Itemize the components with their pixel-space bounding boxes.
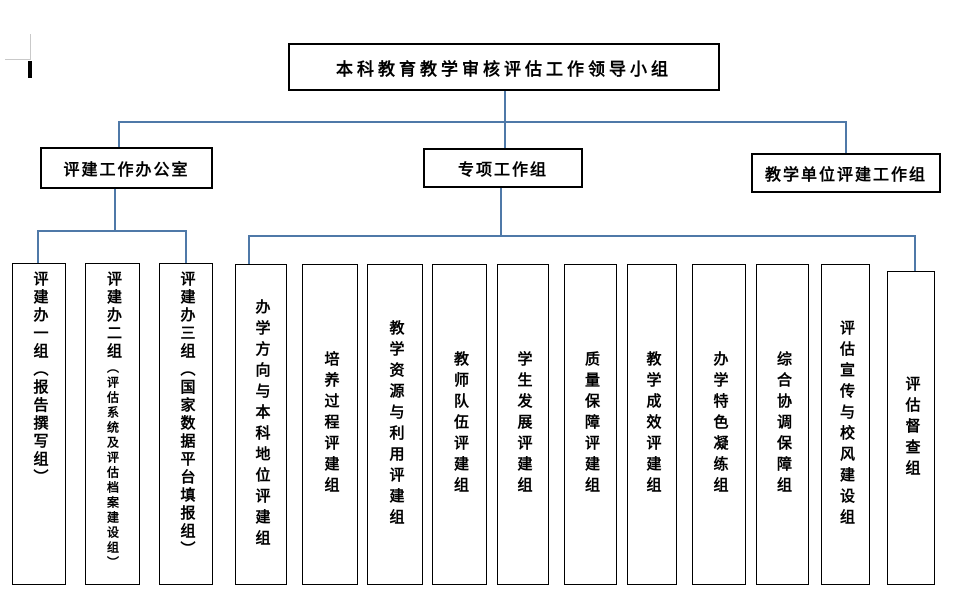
connector-line xyxy=(118,121,847,123)
office-group-3-main: 评建办三组 xyxy=(178,271,195,361)
text-cursor xyxy=(28,61,32,78)
special-group-box-8: 办学特色凝练组 xyxy=(692,264,746,585)
connector-line xyxy=(845,121,847,153)
special-group-10-label: 评估宣传与校风建设组 xyxy=(838,319,854,530)
connector-line xyxy=(118,121,120,147)
special-group-9-label: 综合协调保障组 xyxy=(775,351,791,498)
leading-group-label: 本科教育教学审核评估工作领导小组 xyxy=(336,59,672,79)
special-group-7-label: 教学成效评建组 xyxy=(644,351,661,498)
table-corner-mark xyxy=(30,34,31,60)
office-group-2-sub: （评估系统及评估档案建设组） xyxy=(105,361,120,571)
office-group-box-1: 评建办一组 （报告撰写组） xyxy=(12,263,66,585)
table-corner-mark xyxy=(5,59,31,60)
connector-line xyxy=(37,230,187,232)
special-group-2-label: 培养过程评建组 xyxy=(322,351,339,498)
special-group-box-11: 评估督查组 xyxy=(887,271,935,585)
office-box: 评建工作办公室 xyxy=(40,147,213,189)
special-workgroup-label: 专项工作组 xyxy=(457,162,548,179)
special-group-box-6: 质量保障评建组 xyxy=(564,264,617,585)
special-group-3-label: 教学资源与利用评建组 xyxy=(387,319,404,530)
leading-group-box: 本科教育教学审核评估工作领导小组 xyxy=(288,43,720,91)
office-group-1-main: 评建办一组 xyxy=(31,271,48,361)
office-group-box-2: 评建办二组 （评估系统及评估档案建设组） xyxy=(85,263,140,585)
connector-line xyxy=(500,188,502,237)
connector-line xyxy=(248,235,916,237)
connector-line xyxy=(914,235,916,271)
special-group-4-label: 教师队伍评建组 xyxy=(452,351,468,498)
special-group-6-label: 质量保障评建组 xyxy=(583,351,599,498)
connector-line xyxy=(185,230,187,263)
special-group-box-3: 教学资源与利用评建组 xyxy=(367,264,423,585)
special-group-box-9: 综合协调保障组 xyxy=(756,264,809,585)
special-group-box-1: 办学方向与本科地位评建组 xyxy=(235,264,287,585)
special-group-box-5: 学生发展评建组 xyxy=(497,264,549,585)
special-group-11-label: 评估督查组 xyxy=(903,375,920,481)
connector-line xyxy=(504,91,506,122)
special-group-box-10: 评估宣传与校风建设组 xyxy=(821,264,870,585)
connector-line xyxy=(37,230,39,263)
connector-line xyxy=(504,121,506,148)
office-group-2-main: 评建办二组 xyxy=(105,271,121,361)
special-workgroup-box: 专项工作组 xyxy=(423,148,583,188)
office-group-1-sub: （报告撰写组） xyxy=(31,361,48,487)
special-group-8-label: 办学特色凝练组 xyxy=(711,351,728,498)
connector-line xyxy=(248,235,250,265)
office-group-box-3: 评建办三组 （国家数据平台填报组） xyxy=(159,263,213,585)
teaching-unit-box: 教学单位评建工作组 xyxy=(751,153,941,193)
special-group-box-7: 教学成效评建组 xyxy=(627,264,677,585)
special-group-1-label: 办学方向与本科地位评建组 xyxy=(253,298,270,551)
office-label: 评建工作办公室 xyxy=(63,162,190,179)
teaching-unit-label: 教学单位评建工作组 xyxy=(764,167,927,184)
special-group-5-label: 学生发展评建组 xyxy=(515,351,532,498)
connector-line xyxy=(114,189,116,232)
special-group-box-4: 教师队伍评建组 xyxy=(432,264,487,585)
special-group-box-2: 培养过程评建组 xyxy=(302,264,358,585)
office-group-3-sub: （国家数据平台填报组） xyxy=(178,361,195,559)
